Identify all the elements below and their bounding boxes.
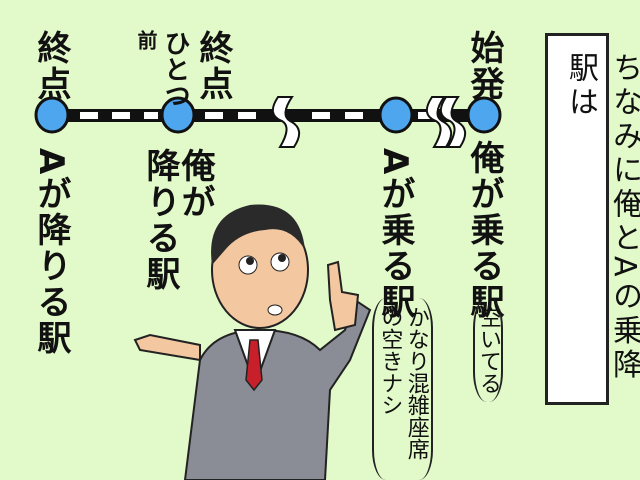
note-crowded-2: 座席の空きナシ	[377, 306, 429, 460]
station-one-before	[160, 96, 196, 134]
note-empty: 空いてる	[473, 298, 503, 402]
label-one-before-sub: ひとつ	[160, 30, 190, 108]
caption-text: ちなみに俺とAの乗降駅は	[563, 52, 640, 383]
label-a-boards: Aが乗る駅	[375, 148, 415, 321]
label-terminal-main: 終点	[193, 30, 233, 102]
note-empty-text: 空いてる	[476, 306, 501, 394]
caption-box: ちなみに俺とAの乗降駅は	[545, 33, 640, 405]
label-origin: 始発	[464, 30, 504, 102]
label-a-alights: Aが降りる駅	[31, 148, 71, 357]
label-terminal: 終点	[31, 30, 71, 102]
break-mark-icon	[271, 96, 467, 148]
businessman-illustration	[133, 204, 372, 480]
station-a-boarding	[378, 96, 414, 134]
label-one-before-sub2: 前	[134, 30, 158, 50]
rail-line	[50, 109, 485, 122]
note-crowded-1: かなり混雑	[403, 306, 429, 416]
label-i-alight-2: 降りる駅	[140, 148, 180, 292]
station-terminal	[34, 96, 70, 134]
station-origin	[466, 96, 502, 134]
note-crowded: かなり混雑座席の空きナシ	[372, 298, 433, 480]
label-i-alight-1: 俺が	[175, 148, 215, 220]
label-i-board: 俺が乗る駅	[464, 140, 504, 320]
rail-dashes	[80, 112, 430, 119]
